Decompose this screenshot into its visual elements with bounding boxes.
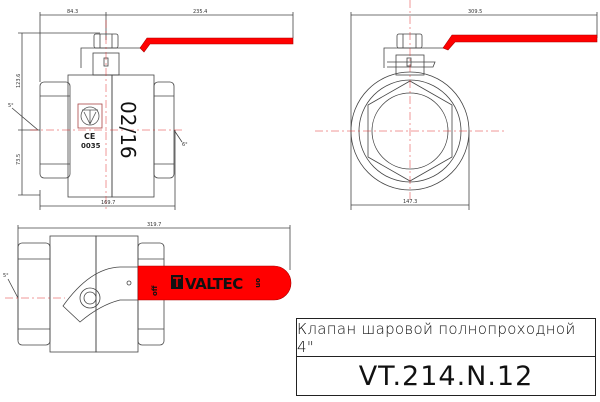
side-dim-bottom: 147.3 [403,199,417,205]
product-name: Клапан шаровой полнопроходной 4" [297,319,595,357]
ce-mark: CE [84,132,95,141]
handle-on-label: on [254,278,262,288]
body-marking: 02/16 [116,101,140,159]
dim-top-left: 84.3 [67,9,78,15]
valtec-logo-icon [171,275,183,289]
dim-left-lower: 73.5 [16,154,22,165]
front-handle [139,37,294,53]
front-view [11,12,294,210]
handle-brand: VALTEC [185,275,243,293]
top-handle [137,265,292,301]
angle-left: 5° [8,103,14,109]
title-block: Клапан шаровой полнопроходной 4" VT.214.… [296,318,596,396]
dim-bottom: 169.7 [101,200,115,206]
dim-left-upper: 123.6 [16,74,22,88]
product-code: VT.214.N.12 [358,361,534,392]
side-handle [442,34,598,51]
side-dim-top: 309.5 [468,9,482,15]
valtec-v-icon [77,103,103,129]
ce-number: 0035 [81,142,101,150]
angle-right: 6° [182,142,188,148]
handle-off-label: off [151,285,159,296]
top-dim-top: 319.7 [147,222,161,228]
top-angle-left: 5° [3,273,9,279]
dim-top-right: 235.4 [193,9,207,15]
